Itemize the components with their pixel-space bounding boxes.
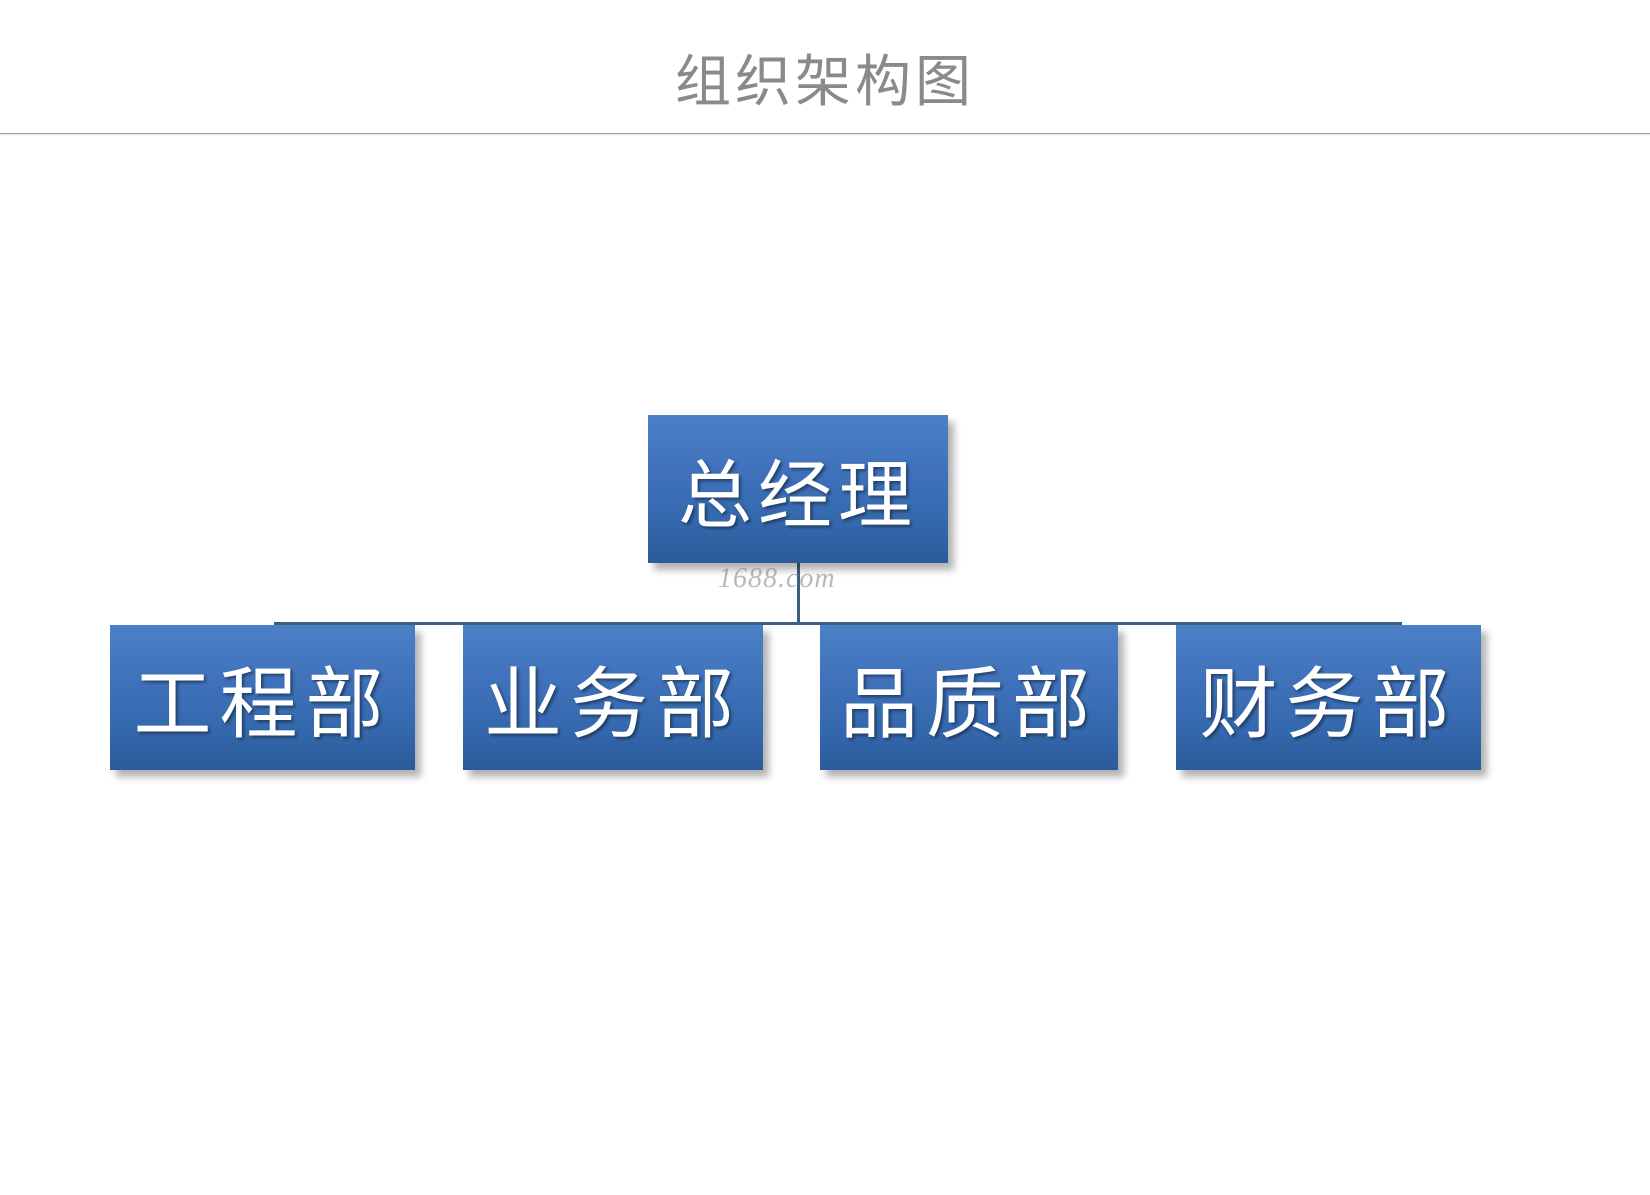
connector-root-trunk — [797, 563, 800, 625]
org-node-quality-label: 品质部 — [839, 660, 1098, 748]
title-divider — [0, 133, 1650, 134]
org-node-quality[interactable]: 品质部 — [820, 625, 1118, 770]
org-node-finance-label: 财务部 — [1199, 660, 1458, 748]
title-divider-shadow — [0, 134, 1650, 136]
org-node-general-manager-label: 总经理 — [678, 455, 918, 538]
org-node-general-manager[interactable]: 总经理 — [648, 415, 948, 563]
org-node-engineering[interactable]: 工程部 — [110, 625, 415, 770]
org-node-business-label: 业务部 — [483, 660, 742, 748]
connector-horizontal-bus — [274, 622, 1402, 625]
org-node-business[interactable]: 业务部 — [463, 625, 763, 770]
page-title: 组织架构图 — [675, 52, 975, 114]
org-node-engineering-label: 工程部 — [133, 660, 392, 748]
org-node-finance[interactable]: 财务部 — [1176, 625, 1481, 770]
watermark-text: 1688.com — [718, 563, 836, 594]
